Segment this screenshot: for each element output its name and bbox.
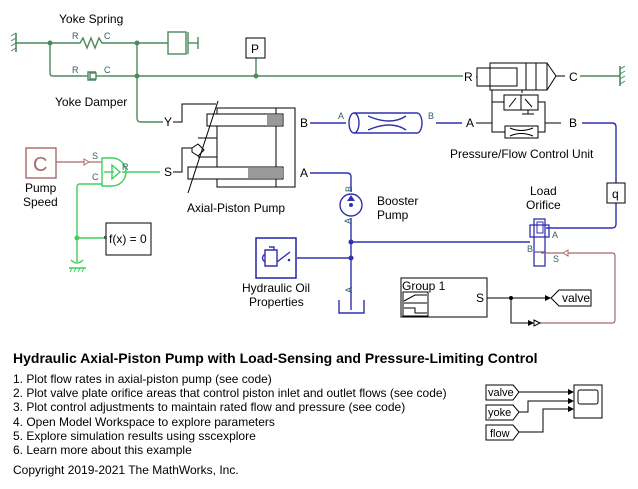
pump-speed-constant[interactable]: C: [25, 147, 57, 179]
solver-label: f(x) = 0: [109, 232, 147, 246]
hydraulic-network: [297, 122, 617, 310]
example-links: 1. Plot flow rates in axial-piston pump …: [13, 372, 447, 457]
port-label: B: [569, 116, 577, 130]
hydraulic-pipe[interactable]: A B: [338, 111, 434, 134]
port-label: R: [72, 65, 79, 75]
control-unit-label: Pressure/Flow Control Unit: [450, 147, 594, 161]
axial-pump-label: Axial-Piston Pump: [187, 201, 285, 215]
from-label: valve: [488, 387, 514, 399]
port-label: C: [104, 65, 111, 75]
solver-configuration[interactable]: f(x) = 0: [104, 222, 152, 256]
pump-speed-label: Pump: [25, 181, 57, 195]
axial-piston-pump[interactable]: Y S B A: [164, 100, 308, 194]
port-label: A: [466, 116, 474, 130]
booster-pump-label: Booster: [377, 194, 418, 208]
port-label: B: [344, 186, 354, 192]
goto-valve-tag[interactable]: valve: [550, 289, 592, 307]
angular-velocity-source[interactable]: S C R: [92, 151, 129, 187]
oil-properties-label: Properties: [249, 295, 304, 309]
yoke-network: R C Yoke Spring R C Yoke Damper: [10, 12, 626, 123]
yoke-mass[interactable]: [167, 31, 199, 55]
port-label: S: [476, 291, 484, 305]
q-label: q: [612, 187, 619, 201]
signal-builder-group1[interactable]: Group 1 S: [400, 277, 488, 318]
port-label: Y: [164, 115, 172, 129]
flow-sensor-q[interactable]: q: [606, 182, 626, 204]
scope-block[interactable]: [573, 384, 603, 419]
from-yoke-tag[interactable]: yoke: [485, 404, 520, 421]
port-label: B: [428, 111, 434, 121]
from-valve-tag[interactable]: valve: [485, 384, 520, 401]
model-title: Hydraulic Axial-Piston Pump with Load-Se…: [13, 350, 538, 366]
hydraulic-tank[interactable]: A: [338, 287, 365, 314]
port-label: A: [552, 230, 558, 240]
yoke-damper-label: Yoke Damper: [55, 95, 127, 109]
link-sscexplore[interactable]: 5. Explore simulation results using ssce…: [13, 428, 256, 443]
rotational-ground[interactable]: [69, 259, 86, 273]
group-label: Group 1: [402, 279, 446, 293]
copyright: Copyright 2019-2021 The MathWorks, Inc.: [13, 463, 239, 477]
port-label: S: [553, 254, 559, 264]
load-orifice-label: Load: [530, 184, 557, 198]
link-plot-control-adjustments[interactable]: 3. Plot control adjustments to maintain …: [13, 400, 406, 415]
port-label: B: [527, 244, 533, 254]
pressure-sensor-p[interactable]: P: [245, 37, 266, 59]
port-label: A: [343, 218, 353, 224]
port-label: B: [300, 116, 308, 130]
mechanical-ground-left[interactable]: [10, 32, 17, 52]
oil-properties-label: Hydraulic Oil: [242, 281, 310, 295]
hydraulic-oil-properties[interactable]: [255, 237, 297, 279]
pump-speed-label: Speed: [23, 195, 58, 209]
link-plot-flow-rates[interactable]: 1. Plot flow rates in axial-piston pump …: [13, 372, 272, 386]
mechanical-ground-right[interactable]: [619, 65, 626, 86]
load-orifice[interactable]: A B S: [527, 218, 559, 267]
port-label: R: [72, 31, 79, 41]
from-flow-tag[interactable]: flow: [485, 424, 520, 441]
port-label: A: [344, 287, 354, 293]
from-label: yoke: [488, 407, 511, 419]
port-label: C: [104, 31, 111, 41]
constant-glyph: C: [33, 154, 47, 176]
port-label: A: [300, 166, 308, 180]
port-label: S: [92, 151, 98, 161]
link-model-workspace[interactable]: 4. Open Model Workspace to explore param…: [13, 414, 275, 429]
yoke-spring[interactable]: R C: [72, 31, 111, 50]
port-label: A: [338, 111, 344, 121]
port-label: C: [569, 70, 578, 84]
p-label: P: [251, 42, 259, 56]
yoke-spring-label: Yoke Spring: [59, 12, 123, 26]
link-learn-more[interactable]: 6. Learn more about this example: [13, 443, 192, 458]
pressure-flow-control-unit[interactable]: R C A B: [464, 62, 578, 139]
port-label: R: [122, 162, 129, 172]
goto-label: valve: [562, 291, 590, 305]
booster-pump[interactable]: B A: [339, 186, 363, 224]
yoke-damper[interactable]: R C: [72, 65, 111, 81]
link-plot-orifice-areas[interactable]: 2. Plot valve plate orifice areas that c…: [13, 386, 447, 401]
port-label: C: [92, 172, 99, 182]
booster-pump-label: Pump: [377, 208, 409, 222]
port-label: R: [464, 70, 473, 84]
port-label: S: [164, 165, 172, 179]
load-orifice-label: Orifice: [526, 198, 561, 212]
from-label: flow: [490, 428, 510, 440]
